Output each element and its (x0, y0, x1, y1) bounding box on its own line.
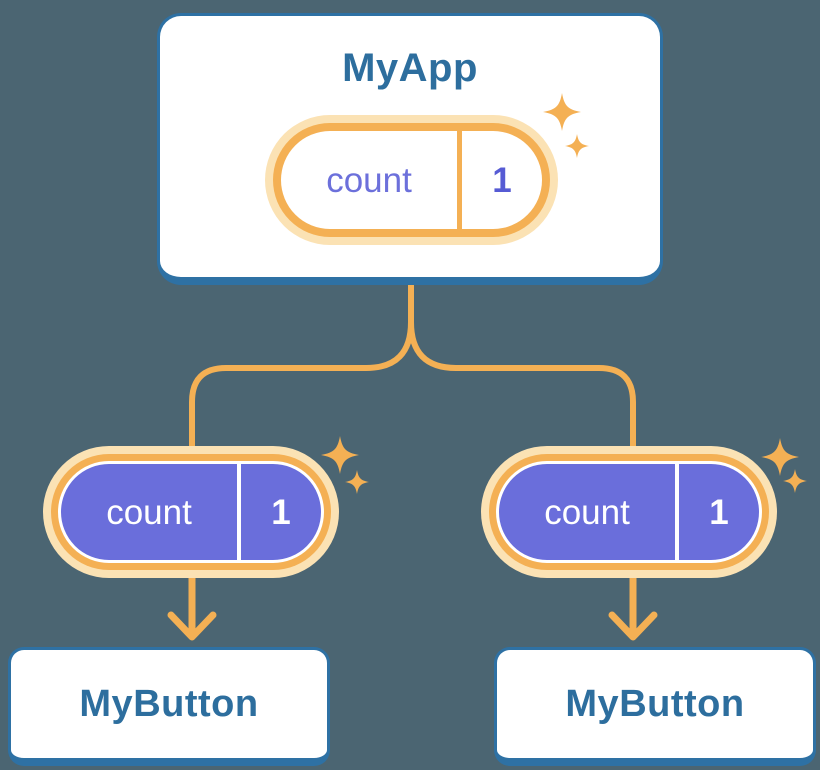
state-name: count (326, 160, 412, 200)
state-pill-body: count 1 (496, 461, 762, 563)
state-pill-ring: count 1 (489, 454, 769, 570)
state-pill-root: count 1 (265, 115, 558, 245)
state-pill-ring: count 1 (273, 123, 550, 237)
component-card-myapp: MyApp count 1 (157, 13, 663, 285)
arrow-right-head (608, 611, 658, 641)
branch-line-right (408, 321, 636, 462)
component-title: MyButton (79, 682, 259, 725)
branch-line-left (189, 278, 414, 462)
state-pill-body: count 1 (281, 131, 542, 229)
state-value: 1 (492, 160, 512, 200)
pill-divider (237, 464, 241, 560)
arrow-left-head (167, 611, 217, 641)
component-card-mybutton-left: MyButton (8, 647, 330, 766)
pill-divider (457, 131, 462, 229)
component-title: MyButton (565, 682, 745, 725)
state-pill-left: count 1 (43, 446, 339, 578)
component-card-mybutton-right: MyButton (494, 647, 816, 766)
state-pill-body: count 1 (58, 461, 324, 563)
state-name: count (106, 492, 192, 532)
component-title: MyApp (342, 46, 478, 90)
state-pill-right: count 1 (481, 446, 777, 578)
state-value: 1 (271, 492, 291, 532)
state-name: count (544, 492, 630, 532)
state-value: 1 (709, 492, 729, 532)
pill-divider (675, 464, 679, 560)
state-pill-ring: count 1 (51, 454, 331, 570)
